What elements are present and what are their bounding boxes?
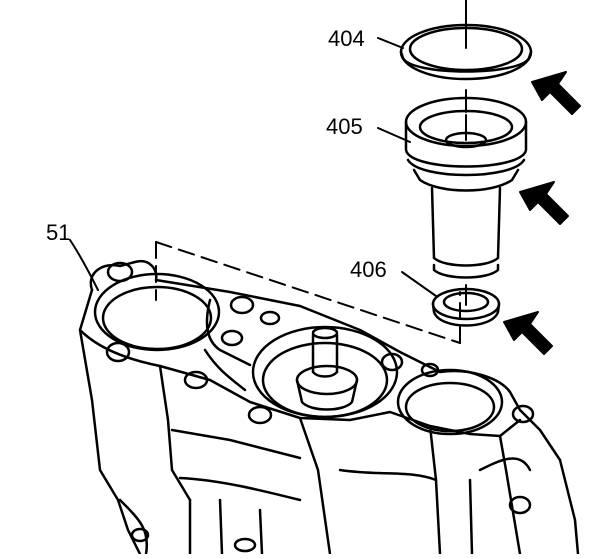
seal-406	[431, 287, 501, 327]
valve-body-405	[404, 96, 528, 279]
phantom-line	[155, 241, 461, 344]
ring-404	[399, 23, 533, 81]
callout-406: 406	[350, 257, 387, 282]
housing-51	[78, 259, 580, 556]
callout-405: 405	[326, 114, 363, 139]
callout-404: 404	[328, 26, 365, 51]
arrow-icon	[503, 71, 581, 355]
leader-lines	[69, 37, 437, 297]
callout-51: 51	[46, 220, 70, 245]
